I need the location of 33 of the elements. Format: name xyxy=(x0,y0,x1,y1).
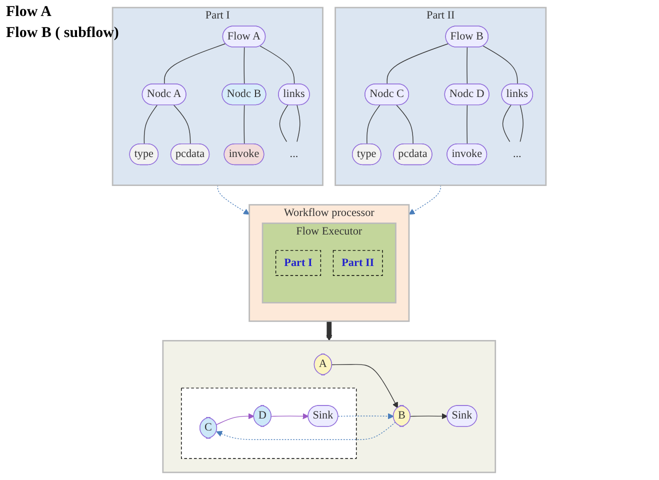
connector xyxy=(386,43,450,85)
connector xyxy=(366,104,380,145)
node-text: ... xyxy=(513,148,522,160)
arrow xyxy=(408,184,442,215)
arrow xyxy=(410,413,448,420)
connector xyxy=(466,104,468,145)
connector xyxy=(260,46,295,85)
connector xyxy=(244,46,245,85)
connector xyxy=(502,104,512,142)
connector xyxy=(244,104,245,145)
arrow xyxy=(332,364,398,408)
connector xyxy=(466,46,468,85)
connector xyxy=(520,104,524,142)
connector xyxy=(174,104,191,145)
cluster xyxy=(162,340,496,474)
flow-label: Flow B ( subflow) xyxy=(6,25,119,42)
arrow xyxy=(271,413,309,420)
arrow xyxy=(338,413,394,420)
node-box: Part I xyxy=(276,250,322,276)
flow-label: Flow A xyxy=(6,4,52,21)
arrow xyxy=(326,320,332,341)
connector xyxy=(483,46,518,85)
connector xyxy=(280,104,288,142)
arrow xyxy=(218,184,250,215)
arrow xyxy=(216,413,254,426)
node-box: Part II xyxy=(333,250,384,276)
connector xyxy=(144,104,158,145)
connector xyxy=(396,104,414,145)
arrow xyxy=(216,422,396,440)
node-text: ... xyxy=(290,148,298,160)
connector xyxy=(164,43,226,85)
connector xyxy=(296,104,300,142)
cluster xyxy=(181,388,357,459)
